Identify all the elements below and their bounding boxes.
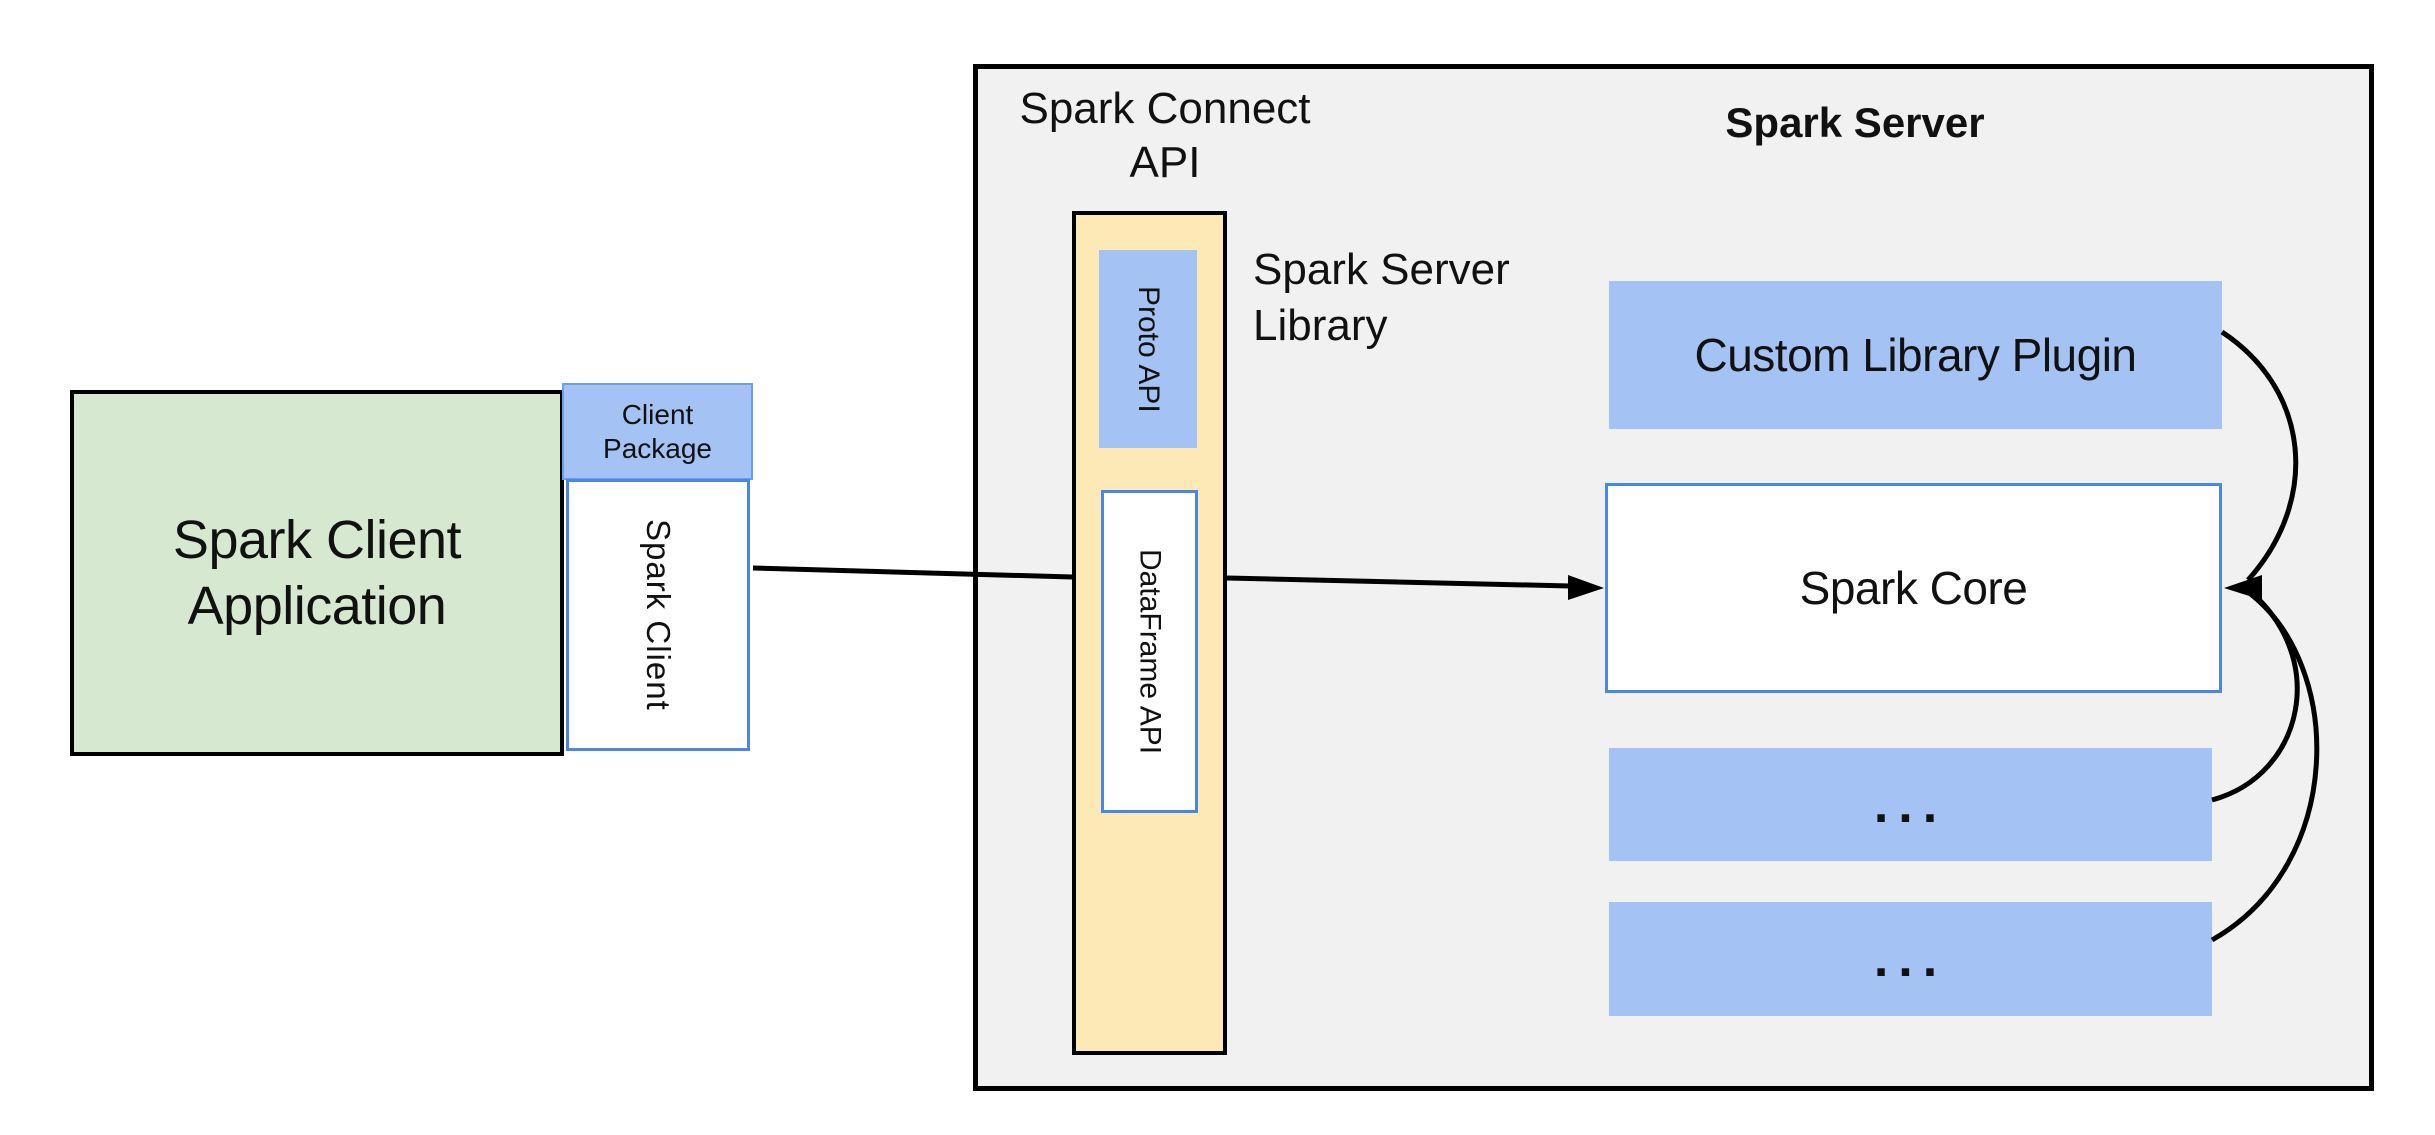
custom-library-plugin-box: Custom Library Plugin	[1609, 281, 2222, 429]
spark-server-title: Spark Server	[1725, 99, 1985, 146]
spark-client-application-line2: Application	[187, 576, 447, 636]
client-package-box: Client Package	[562, 383, 753, 480]
spark-client-label: Spark Client	[640, 519, 677, 711]
spark-core-box: Spark Core	[1605, 483, 2222, 693]
spark-server-library-label: Spark Server Library	[1253, 240, 1583, 355]
proto-api-label: Proto API	[1132, 285, 1165, 413]
client-package-line1: Client	[621, 398, 694, 430]
client-package-line2: Package	[603, 432, 712, 464]
spark-server-library-line2: Library	[1253, 300, 1388, 350]
spark-server-library-line1: Spark Server	[1253, 244, 1510, 294]
more-plugins-box-1: ...	[1609, 748, 2212, 861]
spark-client-application-line1: Spark Client	[172, 510, 462, 570]
spark-client-application-box: Spark Client Application	[70, 390, 564, 756]
spark-connect-api-label: Spark Connect API	[985, 76, 1345, 196]
spark-connect-api-line1: Spark Connect	[1019, 84, 1311, 133]
dataframe-api-label: DataFrame API	[1133, 548, 1167, 755]
proto-api-box: Proto API	[1099, 250, 1197, 448]
more-plugins-box-2: ...	[1609, 902, 2212, 1016]
spark-client-box: Spark Client	[566, 479, 750, 751]
spark-connect-api-line2: API	[1129, 138, 1201, 187]
dataframe-api-box: DataFrame API	[1101, 490, 1198, 813]
